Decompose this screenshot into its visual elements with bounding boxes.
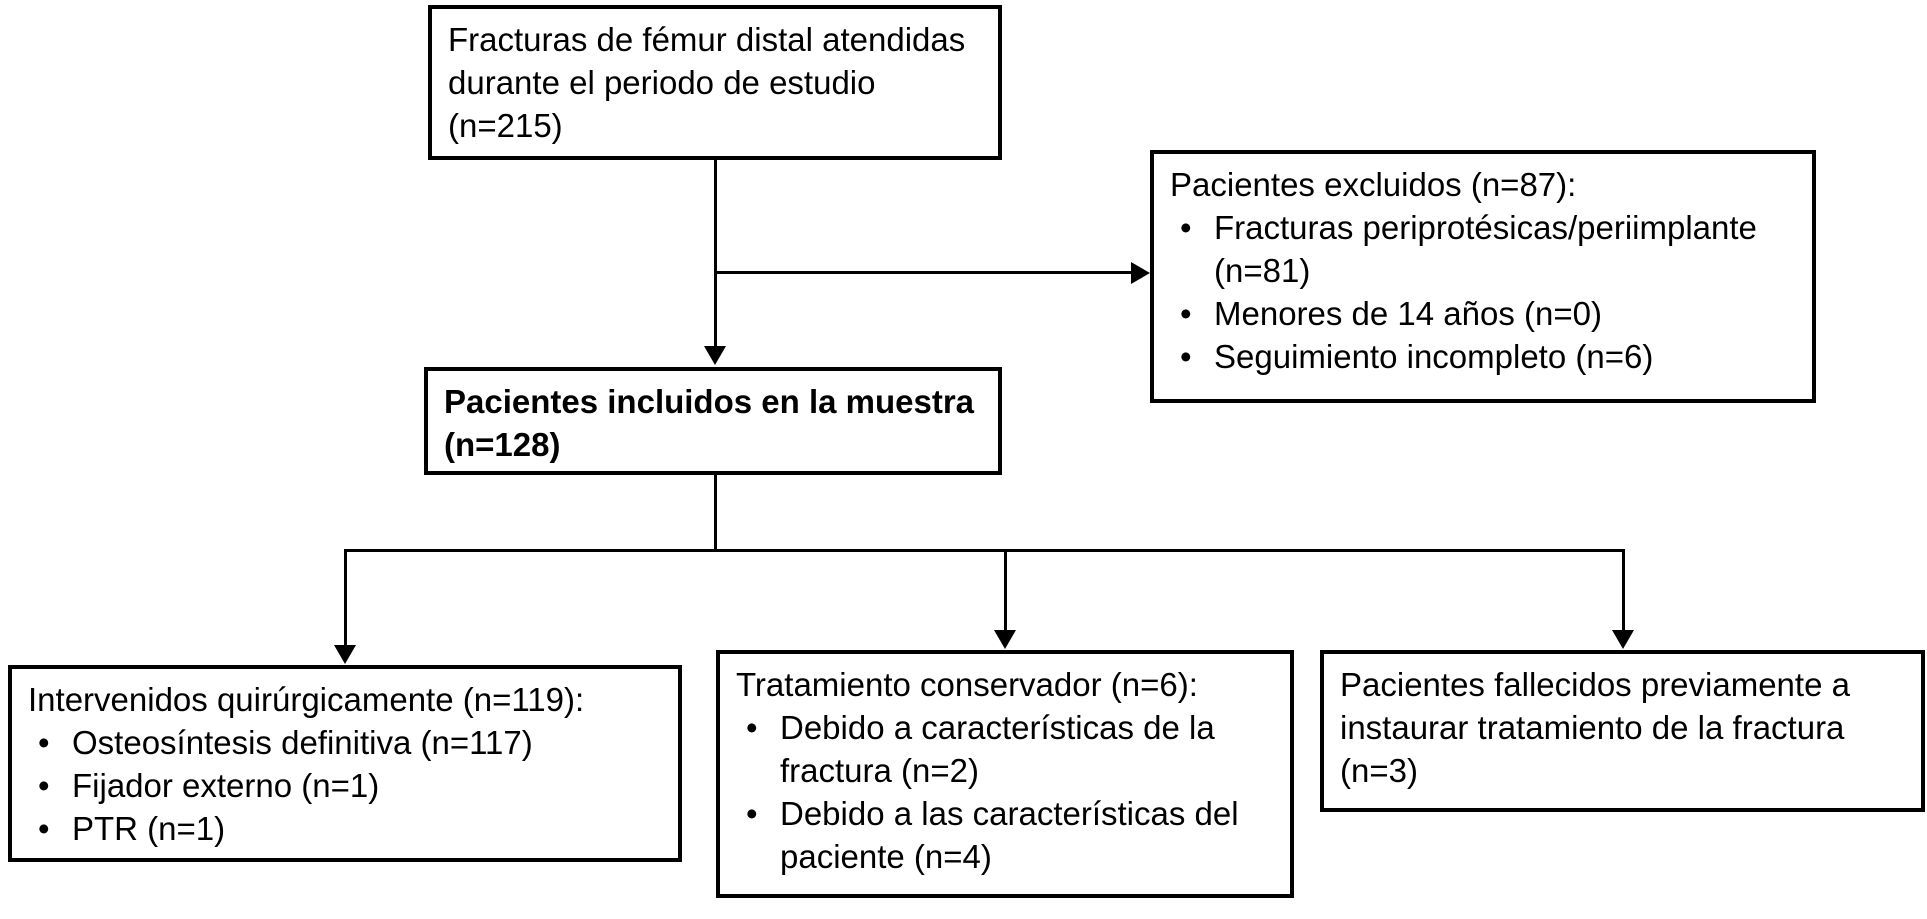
node-deceased-patients-text: Pacientes fallecidos previamente a insta… bbox=[1340, 666, 1860, 789]
bullet-icon: • bbox=[38, 809, 50, 847]
node-deceased-patients: Pacientes fallecidos previamente a insta… bbox=[1320, 650, 1925, 812]
bullet-icon: • bbox=[1180, 208, 1192, 246]
list-item-label: Menores de 14 años (n=0) bbox=[1214, 294, 1602, 332]
list-item: • Fijador externo (n=1) bbox=[38, 765, 664, 808]
node-total-fractures: Fracturas de fémur distal atendidas dura… bbox=[428, 5, 1002, 160]
bullet-icon: • bbox=[746, 708, 758, 746]
connector-to-surgical bbox=[344, 549, 347, 645]
list-item: • Debido a las características del pacie… bbox=[746, 793, 1276, 879]
bullet-icon: • bbox=[1180, 294, 1192, 332]
node-excluded-patients: Pacientes excluidos (n=87): • Fracturas … bbox=[1150, 150, 1816, 403]
list-item-label: Fijador externo (n=1) bbox=[72, 766, 380, 804]
arrowhead-to-surgical bbox=[334, 645, 356, 664]
list-item: • Menores de 14 años (n=0) bbox=[1180, 293, 1798, 336]
arrowhead-to-included bbox=[704, 346, 726, 365]
node-conservative-treatment-head: Tratamiento conservador (n=6): bbox=[736, 666, 1198, 703]
node-included-patients: Pacientes incluidos en la muestra (n=128… bbox=[424, 367, 1002, 475]
arrowhead-to-deceased bbox=[1612, 630, 1634, 649]
connector-top-to-excluded bbox=[714, 271, 1131, 274]
list-item: • Debido a características de la fractur… bbox=[746, 707, 1276, 793]
node-excluded-patients-head: Pacientes excluidos (n=87): bbox=[1170, 166, 1577, 203]
list-item: • PTR (n=1) bbox=[38, 808, 664, 851]
list-item-label: Debido a las características del pacient… bbox=[780, 794, 1239, 875]
connector-to-deceased bbox=[1622, 549, 1625, 630]
arrowhead-to-excluded bbox=[1131, 262, 1150, 284]
list-item: • Seguimiento incompleto (n=6) bbox=[1180, 336, 1798, 379]
list-item: • Fracturas periprotésicas/periimplante … bbox=[1180, 207, 1798, 293]
list-item-label: Debido a características de la fractura … bbox=[780, 708, 1215, 789]
list-item-label: Osteosíntesis definitiva (n=117) bbox=[72, 723, 533, 761]
connector-split-bar bbox=[344, 549, 1625, 552]
node-included-patients-text: Pacientes incluidos en la muestra (n=128… bbox=[444, 383, 984, 463]
node-total-fractures-text: Fracturas de fémur distal atendidas dura… bbox=[448, 21, 975, 144]
list-item-label: Fracturas periprotésicas/periimplante (n… bbox=[1214, 208, 1757, 289]
bullet-icon: • bbox=[1180, 337, 1192, 375]
list-item: • Osteosíntesis definitiva (n=117) bbox=[38, 722, 664, 765]
bullet-icon: • bbox=[38, 723, 50, 761]
node-surgical-treatment-list: • Osteosíntesis definitiva (n=117) • Fij… bbox=[28, 722, 664, 851]
list-item-label: Seguimiento incompleto (n=6) bbox=[1214, 337, 1654, 375]
connector-top-to-included bbox=[714, 160, 717, 346]
connector-to-conservative bbox=[1004, 549, 1007, 630]
node-conservative-treatment: Tratamiento conservador (n=6): • Debido … bbox=[716, 650, 1294, 898]
node-surgical-treatment-head: Intervenidos quirúrgicamente (n=119): bbox=[28, 681, 585, 718]
node-excluded-patients-list: • Fracturas periprotésicas/periimplante … bbox=[1170, 207, 1798, 379]
bullet-icon: • bbox=[746, 794, 758, 832]
node-surgical-treatment: Intervenidos quirúrgicamente (n=119): • … bbox=[8, 665, 682, 862]
bullet-icon: • bbox=[38, 766, 50, 804]
connector-included-trunk bbox=[714, 475, 717, 551]
list-item-label: PTR (n=1) bbox=[72, 809, 226, 847]
arrowhead-to-conservative bbox=[994, 630, 1016, 649]
node-conservative-treatment-list: • Debido a características de la fractur… bbox=[736, 707, 1276, 879]
